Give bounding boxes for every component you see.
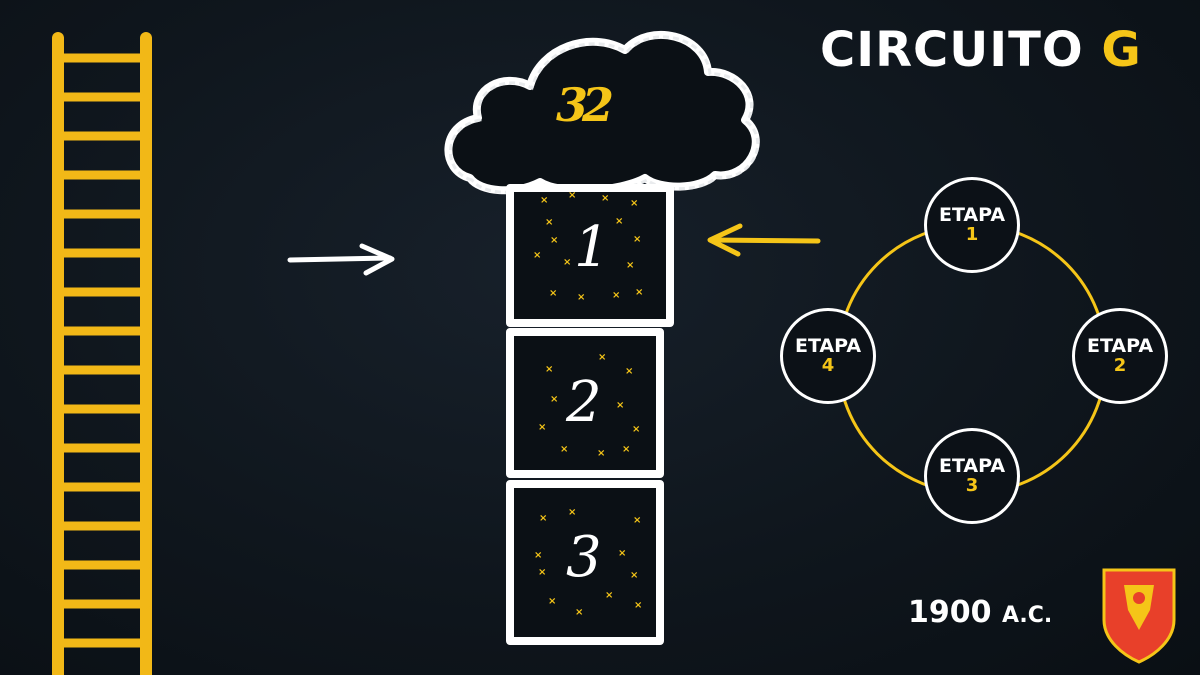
svg-text:×: × [618,548,626,559]
svg-text:×: × [635,287,643,298]
hopscotch-grid [506,184,674,645]
hopscotch-square [506,480,664,645]
hopscotch-number-1: 1 [574,215,610,280]
svg-text:×: × [612,290,620,301]
date-label: 1900 A.C. [908,598,1052,628]
svg-text:×: × [634,600,642,611]
svg-text:×: × [533,250,541,261]
svg-text:×: × [545,217,553,228]
svg-text:×: × [622,444,630,455]
svg-text:×: × [577,292,585,303]
stage-1: ETAPA 1 [924,177,1020,273]
svg-text:×: × [626,260,634,271]
hopscotch-number-3: 3 [566,525,602,590]
svg-text:×: × [550,235,558,246]
svg-text:×: × [632,424,640,435]
arrow-right-icon [287,243,395,276]
svg-text:×: × [575,607,583,618]
svg-text:×: × [548,596,556,607]
hopscotch-number-2: 2 [566,370,602,435]
svg-text:×: × [549,288,557,299]
svg-text:×: × [550,394,558,405]
stage-label: ETAPA [794,335,862,357]
svg-text:×: × [605,590,613,601]
svg-text:×: × [597,448,605,459]
stage-label: ETAPA [938,455,1006,477]
svg-text:×: × [598,352,606,363]
title-main: CIRCUITO [820,22,1084,78]
date-year: 1900 [908,595,992,630]
svg-text:×: × [633,234,641,245]
iberian-league-shield-icon [1102,568,1176,664]
svg-text:×: × [633,515,641,526]
stage-2: ETAPA 2 [1072,308,1168,404]
chalk-dots: ×××× ×××× ××× ×××× ××× ×××× ××× ××× ××××… [533,190,643,618]
date-era: A.C. [1001,603,1053,628]
svg-text:×: × [601,193,609,204]
stage-4: ETAPA 4 [780,308,876,404]
page-title: CIRCUITO G [820,26,1142,74]
svg-text:×: × [534,550,542,561]
title-accent: G [1101,22,1142,78]
stage-number: 1 [965,224,979,245]
stage-label: ETAPA [1086,335,1154,357]
svg-text:×: × [568,507,576,518]
svg-text:×: × [615,216,623,227]
svg-text:×: × [563,257,571,268]
ladder-icon [52,32,152,675]
svg-text:×: × [538,567,546,578]
stage-3: ETAPA 3 [924,428,1020,524]
hopscotch-square [506,328,664,478]
svg-text:×: × [616,400,624,411]
svg-text:×: × [539,513,547,524]
hopscotch-square [506,184,674,327]
svg-text:×: × [540,195,548,206]
svg-text:×: × [538,422,546,433]
svg-text:×: × [630,198,638,209]
stage-number: 4 [821,355,835,376]
stage-number: 3 [965,475,979,496]
arrow-left-icon [707,223,821,257]
svg-text:×: × [568,190,576,201]
svg-text:×: × [545,364,553,375]
svg-text:×: × [630,570,638,581]
stage-number: 2 [1113,355,1127,376]
cloud-number: 32 [556,78,614,132]
stage-label: ETAPA [938,204,1006,226]
svg-text:×: × [625,366,633,377]
svg-text:×: × [560,444,568,455]
